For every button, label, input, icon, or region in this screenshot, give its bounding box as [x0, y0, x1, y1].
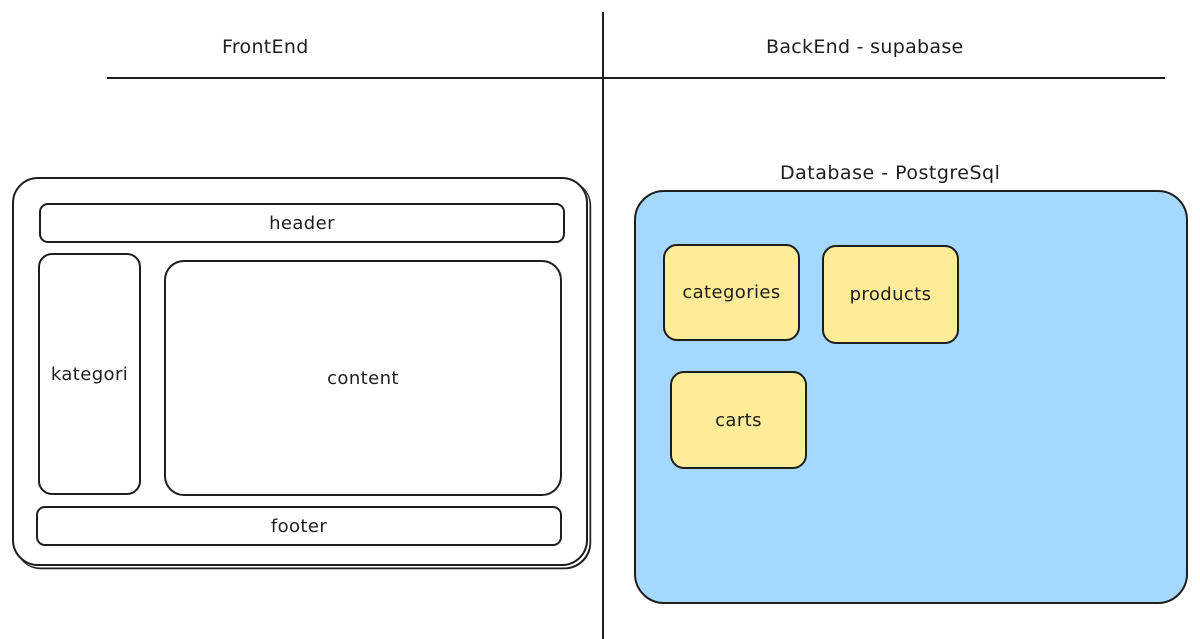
- footer-box: footer: [36, 506, 562, 546]
- table-label: categories: [682, 282, 781, 303]
- kategori-sidebar-box: kategori: [38, 253, 141, 495]
- kategori-label: kategori: [50, 363, 129, 385]
- frontend-page-frame: [12, 177, 588, 566]
- header-box: header: [39, 203, 565, 243]
- table-label: carts: [715, 409, 762, 431]
- heading-divider-line: [107, 77, 1165, 79]
- table-carts: carts: [670, 371, 807, 469]
- header-label: header: [269, 212, 335, 234]
- footer-label: footer: [270, 515, 328, 537]
- database-title: Database - PostgreSql: [780, 162, 1001, 184]
- table-label: products: [849, 284, 932, 305]
- column-divider-line: [602, 12, 604, 639]
- content-box: content: [164, 260, 562, 496]
- table-categories: categories: [663, 244, 800, 341]
- table-products: products: [822, 245, 959, 344]
- frontend-heading: FrontEnd: [222, 36, 309, 58]
- content-label: content: [327, 367, 399, 389]
- backend-heading: BackEnd - supabase: [766, 36, 964, 58]
